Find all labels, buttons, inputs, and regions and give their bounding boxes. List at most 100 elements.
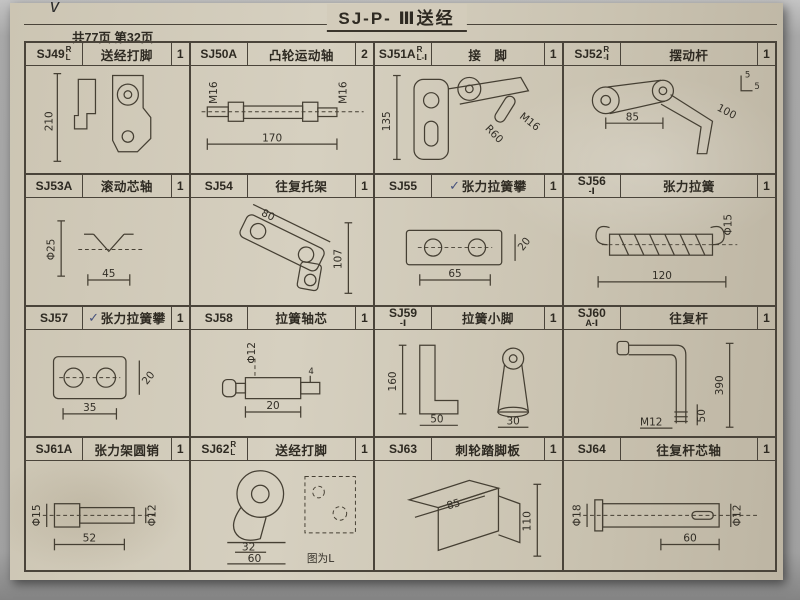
part-header: SJ54 往复托架 1 — [190, 174, 374, 198]
part-code: SJ59-Ⅰ — [375, 306, 433, 329]
dim-label: Φ25 — [45, 238, 57, 260]
part-qty: 1 — [170, 438, 189, 461]
dim-label: 32 — [242, 541, 256, 554]
part-qty: 1 — [170, 306, 189, 329]
dim-label: 80 — [259, 207, 276, 224]
part-name: 往复杆 — [669, 312, 709, 326]
part-name: ✓张力拉簧攀 — [449, 177, 527, 195]
dim-label: 390 — [714, 375, 726, 395]
part-cell-sj57: SJ57 ✓张力拉簧攀 1 35 20 — [26, 306, 191, 439]
check-mark: ✓ — [449, 177, 461, 193]
drawing-sj62: 32 60 图为L — [191, 461, 373, 570]
dim-label: 35 — [83, 402, 96, 414]
dim-label: Φ12 — [246, 342, 258, 364]
page-title: SJ-P- Ⅲ送经 — [326, 4, 467, 32]
handwritten-check-mark: v — [50, 0, 59, 16]
part-qty: 1 — [543, 174, 562, 197]
dim-label: 120 — [652, 270, 672, 282]
code-variant: A-Ⅰ — [585, 318, 599, 328]
dim-label: 85 — [626, 111, 639, 123]
dim-label: 160 — [387, 371, 399, 391]
drawing-sj54: 80 107 — [191, 198, 373, 305]
drawing-sj50a: M16 M16 170 — [191, 66, 373, 173]
drawing-sj52: 85 100 5 5 — [564, 66, 775, 173]
part-name: 送经打脚 — [275, 443, 328, 458]
drawing-sj55: 65 20 — [375, 198, 562, 305]
dim-label: 20 — [516, 235, 534, 253]
part-cell-sj55: SJ55 ✓张力拉簧攀 1 65 20 — [375, 174, 564, 307]
part-qty: 1 — [355, 174, 373, 197]
part-qty: 1 — [355, 306, 373, 329]
part-qty: 1 — [355, 438, 373, 461]
part-name: 滚动芯轴 — [100, 180, 153, 195]
part-header: SJ58 拉簧轴芯 1 — [190, 306, 374, 330]
part-header: SJ56-Ⅰ 张力拉簧 1 — [563, 174, 775, 198]
code-variant: -Ⅰ — [399, 318, 407, 328]
part-code: SJ50A — [191, 43, 248, 65]
dim-label: 60 — [683, 532, 697, 545]
dim-label: 20 — [266, 400, 279, 412]
part-cell-sj63: SJ63 刺轮踏脚板 1 85 110 — [375, 438, 564, 570]
part-cell-sj61a: SJ61A 张力架圆销 1 Φ15 Φ12 52 — [26, 438, 191, 570]
part-code: SJ54 — [191, 174, 248, 197]
part-name: 往复杆芯轴 — [656, 443, 722, 458]
drawing-sj60: M12 50 390 — [564, 330, 775, 437]
part-header: SJ57 ✓张力拉簧攀 1 — [26, 306, 189, 330]
part-header: SJ63 刺轮踏脚板 1 — [375, 438, 562, 462]
part-header: SJ50A 凸轮运动轴 2 — [190, 43, 374, 66]
part-qty: 1 — [543, 306, 562, 329]
part-header: SJ55 ✓张力拉簧攀 1 — [375, 174, 562, 198]
part-cell-sj54: SJ54 往复托架 1 80 107 — [190, 174, 376, 307]
dim-label: 135 — [381, 111, 393, 131]
part-name: 刺轮踏脚板 — [455, 443, 521, 458]
part-qty: 1 — [543, 43, 562, 65]
drawing-sj56: Φ15 120 — [564, 198, 775, 305]
code-variant: R-Ⅰ — [603, 45, 610, 62]
part-name: ✓张力拉簧攀 — [88, 309, 166, 327]
dim-label: Φ12 — [730, 505, 743, 527]
dim-label: 170 — [262, 132, 282, 144]
part-name: 凸轮运动轴 — [268, 48, 334, 63]
part-qty: 1 — [543, 438, 562, 461]
part-qty: 1 — [756, 306, 775, 329]
part-cell-sj50a: SJ50A 凸轮运动轴 2 M16 M16 170 — [190, 43, 376, 175]
dim-label: 60 — [247, 552, 261, 565]
part-name: 往复托架 — [275, 180, 328, 195]
part-cell-sj64: SJ64 往复杆芯轴 1 Φ18 Φ12 60 — [563, 438, 775, 570]
drawing-sj53a: Φ25 45 — [26, 198, 189, 305]
part-qty: 1 — [756, 43, 775, 65]
dim-label: Φ15 — [30, 505, 43, 527]
dim-label: 50 — [696, 409, 708, 422]
dim-label: M16 — [208, 82, 220, 104]
drawing-sj51a: 135 R60 M16 — [375, 66, 562, 173]
part-qty: 1 — [756, 174, 775, 197]
dim-label: M16 — [517, 110, 542, 133]
dim-label: 52 — [83, 532, 97, 545]
dim-label: 45 — [102, 268, 115, 280]
dim-label: M12 — [640, 416, 662, 428]
drawing-sj63: 85 110 — [375, 461, 562, 570]
part-code: SJ61A — [26, 438, 83, 461]
dim-label: Φ12 — [145, 505, 158, 527]
dim-label: M16 — [337, 82, 349, 104]
part-qty: 1 — [170, 43, 189, 65]
dim-label: R60 — [482, 123, 505, 146]
dim-label: 50 — [430, 413, 443, 425]
part-code: SJ56-Ⅰ — [564, 174, 621, 197]
dim-label: 107 — [332, 249, 344, 269]
part-qty: 1 — [170, 174, 189, 197]
part-name: 接 脚 — [468, 48, 508, 63]
part-code: SJ58 — [191, 306, 248, 329]
